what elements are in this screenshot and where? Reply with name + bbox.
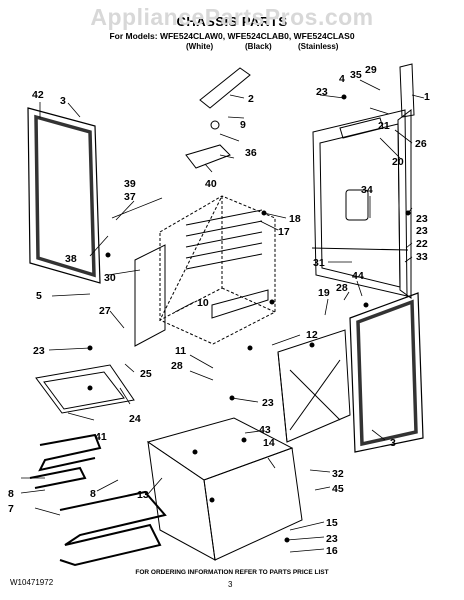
hinge-bracket [199, 67, 251, 130]
bake-element [29, 433, 102, 489]
callout-8-left: 8 [8, 488, 14, 500]
callout-34: 34 [361, 184, 373, 196]
screws [87, 94, 411, 543]
left-side-panel [27, 107, 101, 284]
leader-lines [20, 79, 425, 553]
callout-4: 4 [339, 73, 345, 85]
callout-45: 45 [332, 483, 344, 495]
callout-3-left: 3 [60, 95, 66, 107]
storage-drawer [146, 417, 303, 561]
callout-23-left: 23 [33, 345, 45, 357]
callout-33: 33 [416, 251, 428, 263]
callout-23-bottom: 23 [326, 533, 338, 545]
callout-20: 20 [392, 156, 404, 168]
callout-23-right: 23 [416, 213, 428, 225]
control-part [185, 63, 415, 169]
callout-3-right: 3 [390, 437, 396, 449]
callout-38: 38 [65, 253, 77, 265]
door-assembly [277, 329, 351, 443]
page-title: CHASSIS PARTS [176, 14, 288, 29]
callout-13: 13 [137, 489, 149, 501]
callout-18: 18 [289, 213, 301, 225]
callout-7: 7 [8, 503, 14, 515]
ordering-instructions: FOR ORDERING INFORMATION REFER TO PARTS … [135, 569, 329, 576]
callout-40: 40 [205, 178, 217, 190]
callout-23-right-2: 23 [416, 225, 428, 237]
callout-43: 43 [259, 424, 271, 436]
callout-labels: 42 3 2 9 36 40 35 29 23 4 1 21 26 20 34 … [8, 64, 430, 557]
callout-10: 10 [197, 297, 209, 309]
document-number: W10471972 [10, 578, 54, 587]
callout-39: 39 [124, 178, 136, 190]
callout-31: 31 [313, 257, 325, 269]
oven-rack-set [185, 209, 263, 270]
callout-14: 14 [263, 437, 275, 449]
callout-5: 5 [36, 290, 42, 302]
callout-22: 22 [416, 238, 428, 250]
callout-2: 2 [248, 93, 254, 105]
right-side-panel [349, 292, 424, 453]
callout-23-top: 23 [316, 86, 328, 98]
callout-8-right: 8 [90, 488, 96, 500]
callout-11: 11 [175, 345, 186, 357]
callout-21: 21 [378, 120, 390, 132]
callout-36: 36 [245, 147, 257, 159]
callout-42: 42 [32, 89, 44, 101]
broiler-pan [35, 364, 135, 414]
callout-28-right: 28 [336, 282, 348, 294]
callout-44: 44 [352, 270, 364, 282]
callout-41: 41 [95, 431, 107, 443]
page-number: 3 [228, 580, 233, 589]
callout-24: 24 [129, 413, 141, 425]
models-line: For Models: WFE524CLAW0, WFE524CLAB0, WF… [109, 31, 355, 41]
finish-black: (Black) [245, 42, 272, 51]
callout-1: 1 [424, 91, 430, 103]
callout-19: 19 [318, 287, 330, 299]
callout-12: 12 [306, 329, 318, 341]
callout-28-mid: 28 [171, 360, 183, 372]
callout-16: 16 [326, 545, 338, 557]
callout-29: 29 [365, 64, 377, 76]
callout-37: 37 [124, 191, 136, 203]
callout-15: 15 [326, 517, 338, 529]
callout-26: 26 [415, 138, 427, 150]
oven-cavity [158, 195, 276, 345]
callout-17: 17 [278, 226, 290, 238]
callout-30: 30 [104, 272, 116, 284]
callout-9: 9 [240, 119, 246, 131]
front-frame [134, 244, 269, 347]
callout-35: 35 [350, 69, 362, 81]
finish-white: (White) [186, 42, 214, 51]
finish-stainless: (Stainless) [298, 42, 339, 51]
callout-23-mid: 23 [262, 397, 274, 409]
callout-27: 27 [99, 305, 111, 317]
callout-25: 25 [140, 368, 152, 380]
broil-element [59, 490, 167, 567]
callout-32: 32 [332, 468, 344, 480]
